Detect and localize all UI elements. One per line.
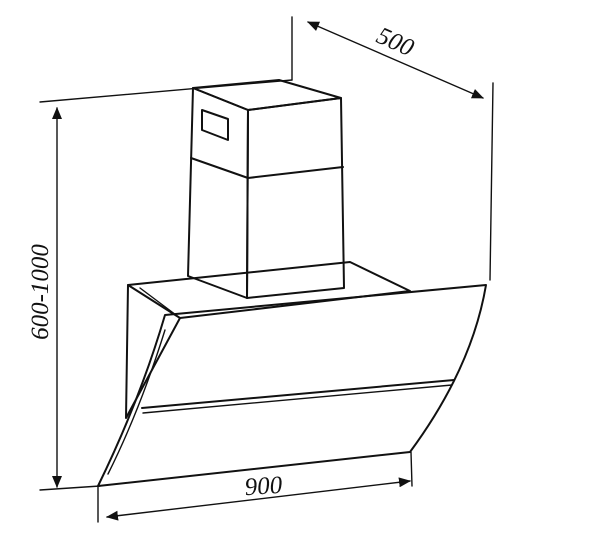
- chimney-vent-slot: [201, 109, 229, 141]
- depth-dimension-label: 500: [372, 22, 418, 62]
- wall-vertical-right: [489, 82, 494, 281]
- chimney-seam-front: [247, 166, 344, 179]
- chimney-top: [192, 79, 342, 111]
- height-dimension-label: 600-1000: [27, 244, 54, 340]
- width-dimension-arrow: [106, 477, 411, 521]
- chimney-seam-side: [190, 157, 249, 179]
- bottom-reference-line: [39, 485, 101, 491]
- width-dimension-label: 900: [244, 472, 284, 502]
- width-extension-right: [410, 451, 413, 487]
- hood-glass-divider-shadow: [142, 384, 453, 414]
- chimney-side-face: [187, 87, 249, 299]
- depth-dimension-arrow: [307, 21, 484, 99]
- hood-top-plate: [127, 261, 411, 319]
- hood-glass-panel: [97, 284, 487, 487]
- hood-top-inner-edge: [139, 287, 181, 319]
- chimney: [187, 79, 345, 299]
- hood-glass-divider: [141, 379, 455, 409]
- dimension-lines: [52, 21, 484, 521]
- hood-left-panel: [125, 284, 181, 419]
- reference-lines: [39, 16, 494, 523]
- hood-body: [97, 261, 487, 487]
- hood-glass-edge: [107, 329, 166, 475]
